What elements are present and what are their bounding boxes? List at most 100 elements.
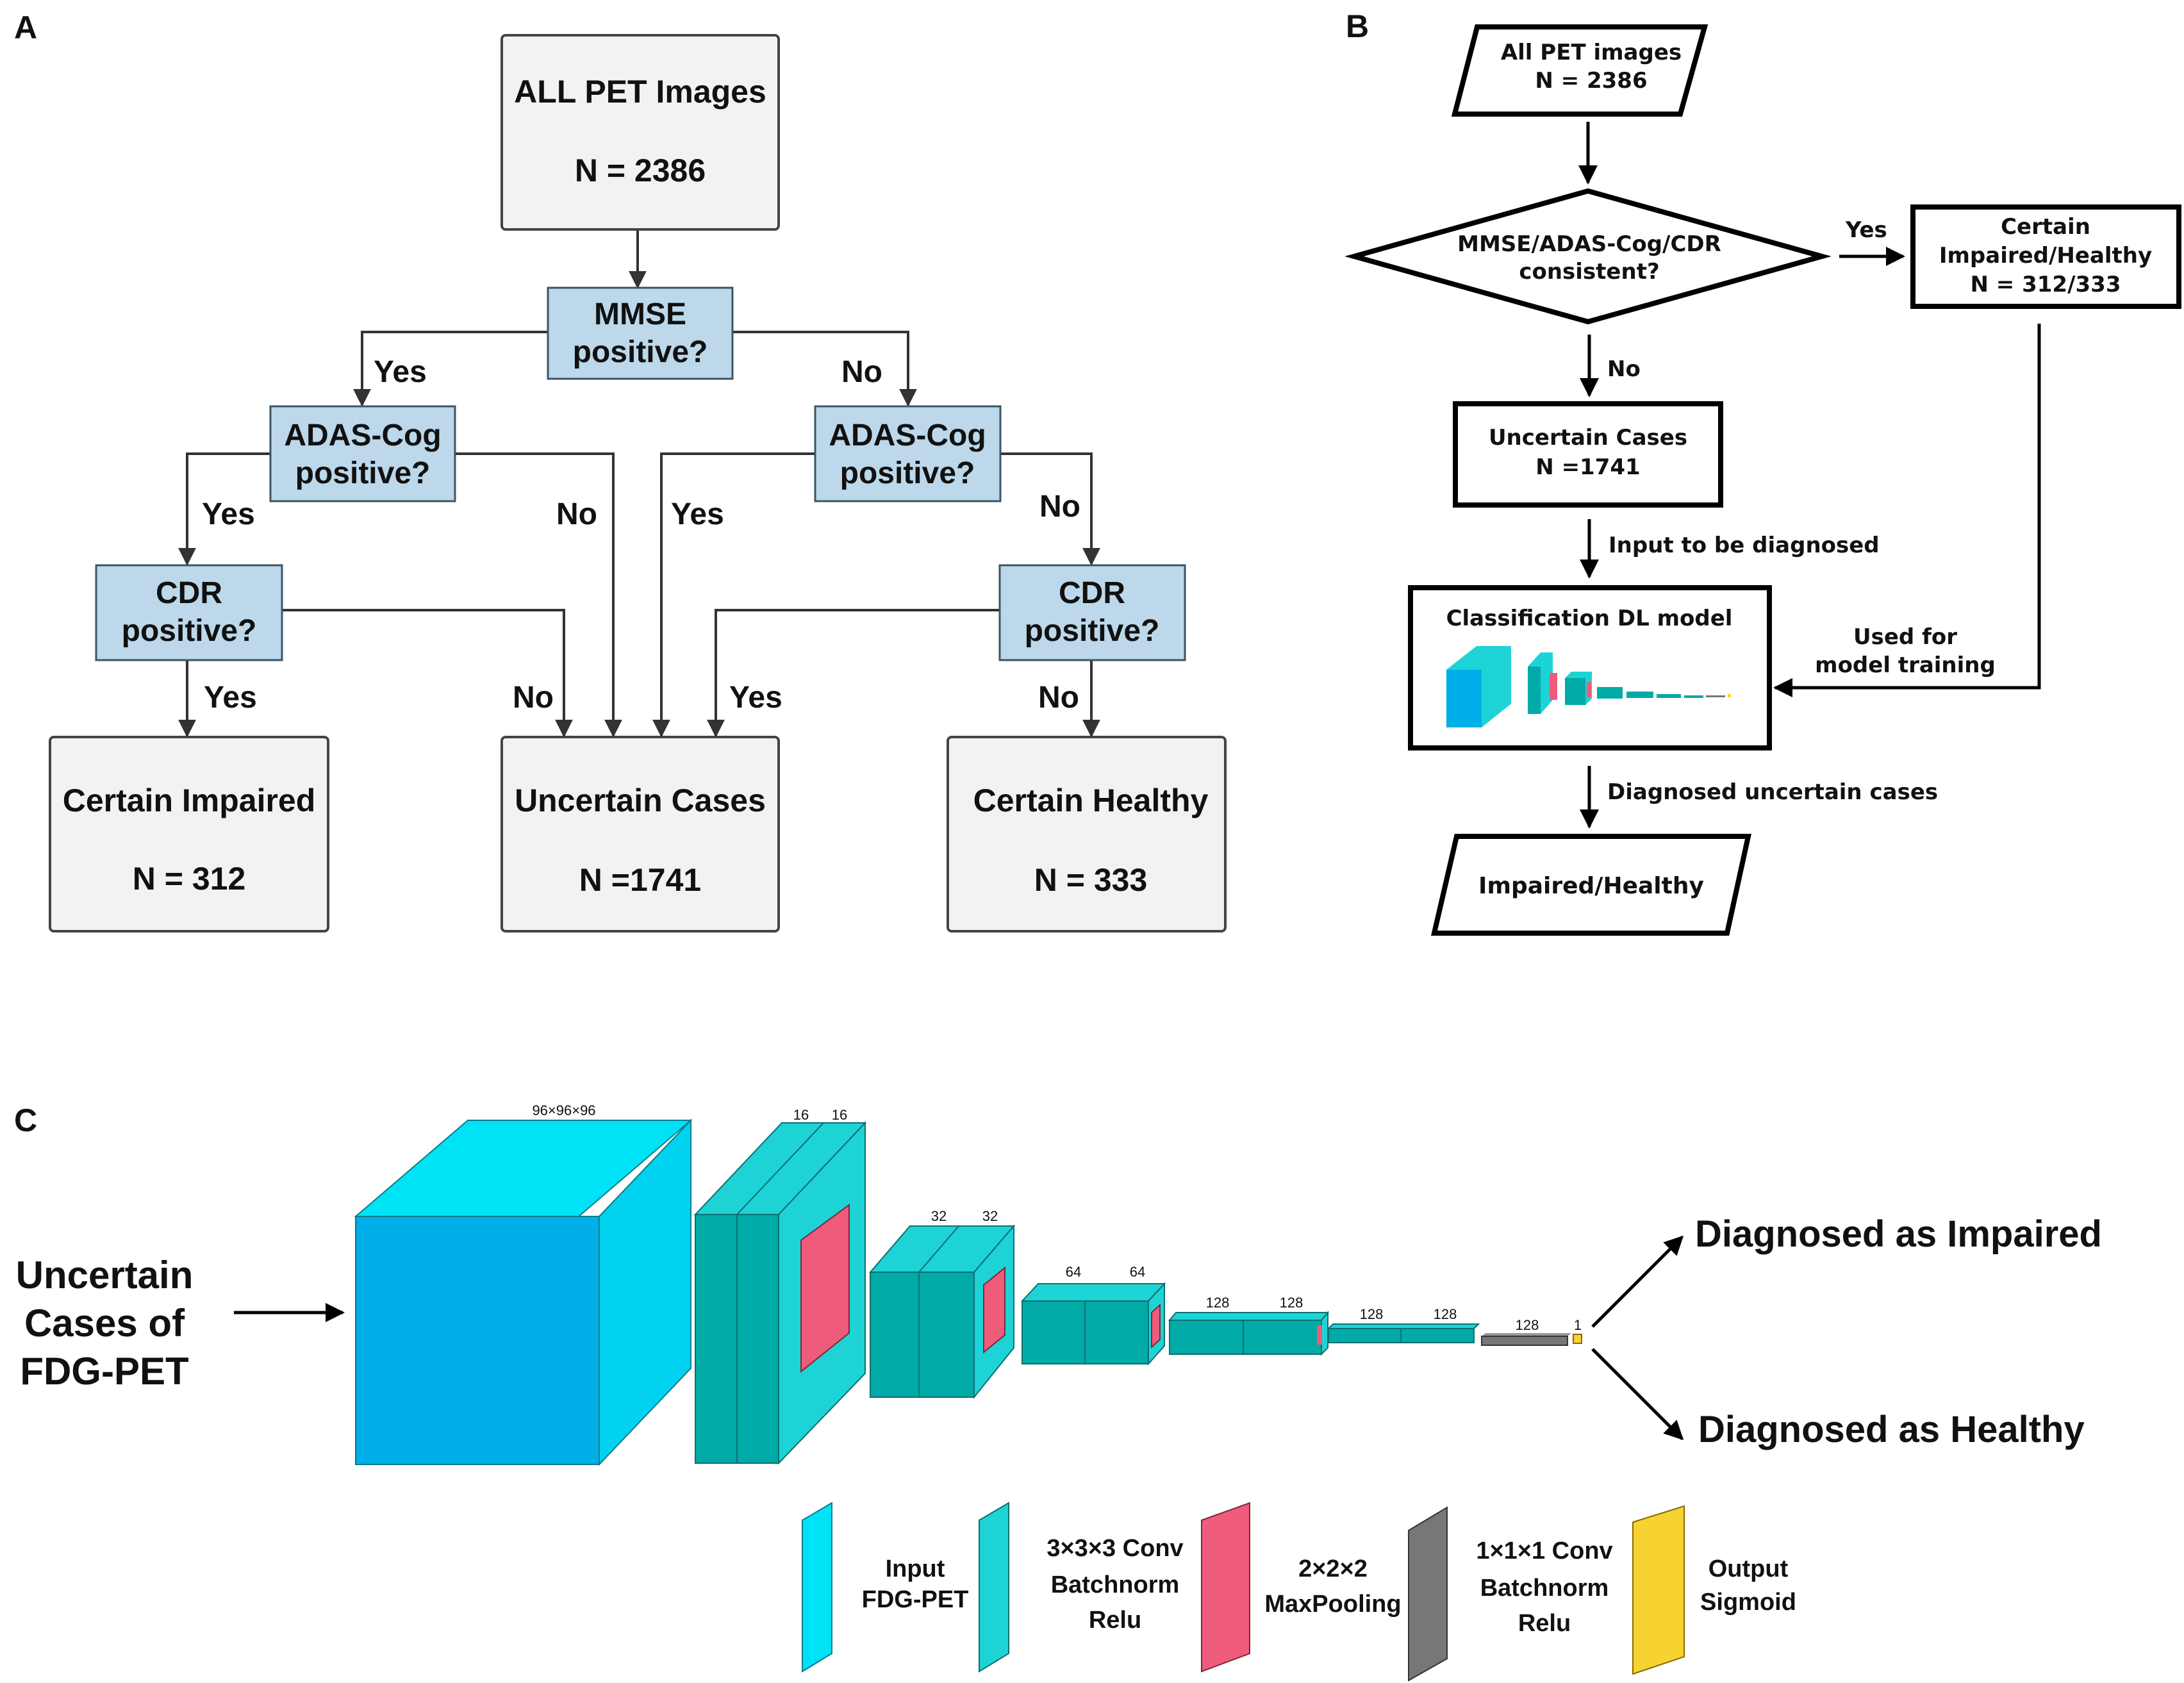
cdr-left-line1: CDR [156, 576, 222, 610]
adas-left-line1: ADAS-Cog [284, 419, 441, 452]
legend-conv-line1: 3×3×3 Conv [1046, 1535, 1183, 1562]
b-used-for-line2: model training [1815, 652, 1996, 678]
cdr-right-line1: CDR [1059, 576, 1125, 610]
legend-output-swatch [1632, 1505, 1685, 1675]
b-certain-line1: Certain [2001, 214, 2090, 240]
c-label-2b: 32 [982, 1208, 998, 1224]
c-output-impaired: Diagnosed as Impaired [1695, 1213, 2102, 1255]
c-conv1x1-block [1481, 1333, 1571, 1346]
cdr-left-yes-label: Yes [204, 681, 257, 715]
c-label-5b: 128 [1434, 1306, 1457, 1322]
certain-healthy-box [947, 736, 1227, 933]
cdr-left-line2: positive? [122, 614, 257, 648]
legend-pool-line1: 2×2×2 [1298, 1555, 1368, 1582]
adas-cog-left-node [269, 405, 456, 502]
c-input-cube [354, 1118, 693, 1466]
mmse-line2: positive? [573, 335, 708, 369]
cdr-left-node [95, 564, 283, 661]
c-label-6: 128 [1516, 1317, 1539, 1333]
certain-impaired-title: Certain Impaired [63, 783, 316, 818]
panel-label-a: A [14, 10, 37, 46]
b-certain-line2: Impaired/Healthy [1939, 243, 2152, 269]
panel-a-edge-labels: Yes No Yes No Yes No Yes No Yes No [202, 355, 1080, 715]
b-consistent-decision [1344, 188, 1832, 325]
legend-conv1-line3: Relu [1518, 1610, 1571, 1637]
adas-left-yes-label: Yes [202, 497, 255, 531]
adas-cog-right-node [814, 405, 1002, 502]
c-label-1a: 16 [793, 1107, 809, 1123]
legend-output-line1: Output [1708, 1555, 1789, 1582]
b-all-pet-node [1451, 24, 1708, 117]
legend-conv1-swatch [1408, 1506, 1448, 1682]
legend-input-line1: Input [886, 1555, 945, 1582]
c-conv-block-3 [1020, 1282, 1166, 1366]
legend-output-line2: Sigmoid [1700, 1589, 1796, 1616]
legend-conv-line2: Batchnorm [1051, 1571, 1180, 1598]
b-diagnosed-label: Diagnosed uncertain cases [1607, 779, 1938, 805]
b-output-node [1430, 834, 1751, 936]
uncertain-cases-count: N =1741 [579, 862, 701, 898]
c-output-node [1573, 1334, 1582, 1344]
c-conv-block-4 [1168, 1311, 1330, 1356]
certain-healthy-title: Certain Healthy [973, 783, 1209, 818]
mmse-no-label: No [841, 355, 882, 389]
adas-right-yes-label: Yes [671, 497, 724, 531]
b-used-for-line1: Used for [1853, 624, 1957, 650]
legend-conv-line3: Relu [1089, 1607, 1141, 1634]
c-input-line3: FDG-PET [20, 1350, 188, 1393]
c-label-4b: 128 [1280, 1295, 1303, 1311]
c-conv-block-1 [693, 1121, 867, 1465]
legend-conv-swatch [979, 1502, 1009, 1673]
adas-left-line2: positive? [295, 456, 431, 490]
adas-right-no-label: No [1039, 490, 1080, 524]
legend-conv1-line2: Batchnorm [1480, 1575, 1609, 1602]
panel-b: All PET images N = 2386 MMSE/ADAS-Cog/CD… [1344, 24, 2181, 936]
panel-label-b: B [1346, 8, 1369, 44]
b-uncertain-line2: N =1741 [1535, 454, 1640, 480]
b-certain-line3: N = 312/333 [1971, 272, 2121, 297]
b-mini-network [1446, 646, 1731, 727]
panel-c: Uncertain Cases of FDG-PET 96×96×96 16 1… [16, 1102, 2102, 1682]
c-input-line1: Uncertain [16, 1254, 194, 1297]
b-decision-line2: consistent? [1519, 259, 1659, 285]
c-input-line2: Cases of [24, 1302, 185, 1345]
b-certain-box [1910, 204, 2181, 309]
uncertain-cases-box [500, 736, 780, 933]
certain-healthy-count: N = 333 [1034, 862, 1148, 898]
mmse-line1: MMSE [594, 297, 686, 331]
c-conv-block-2 [868, 1224, 1016, 1399]
b-input-label: Input to be diagnosed [1609, 533, 1880, 558]
mmse-node [547, 286, 734, 380]
adas-right-line1: ADAS-Cog [829, 419, 986, 452]
cdr-left-no-label: No [513, 681, 554, 715]
c-label-3a: 64 [1066, 1264, 1081, 1280]
c-label-4a: 128 [1206, 1295, 1230, 1311]
adas-right-line2: positive? [840, 456, 975, 490]
c-label-input-size: 96×96×96 [532, 1102, 595, 1118]
b-no-label: No [1607, 356, 1641, 382]
legend-input-line2: FDG-PET [862, 1586, 969, 1613]
b-uncertain-box [1453, 401, 1723, 508]
all-pet-count: N = 2386 [575, 153, 706, 188]
c-conv-block-5 [1327, 1323, 1480, 1343]
legend-pool-line2: MaxPooling [1264, 1591, 1401, 1618]
panel-a: ALL PET Images N = 2386 MMSE positive? A… [49, 34, 1227, 933]
c-label-1b: 16 [832, 1107, 847, 1123]
cdr-right-line2: positive? [1025, 614, 1160, 648]
cdr-right-node [998, 564, 1186, 661]
b-all-pet-line2: N = 2386 [1535, 68, 1647, 94]
certain-impaired-count: N = 312 [133, 861, 246, 897]
c-label-5a: 128 [1360, 1306, 1384, 1322]
legend-pool-swatch [1201, 1502, 1250, 1673]
b-uncertain-line1: Uncertain Cases [1489, 425, 1687, 451]
all-pet-title: ALL PET Images [514, 74, 766, 110]
legend-conv1-line1: 1×1×1 Conv [1476, 1538, 1612, 1564]
cdr-right-no-label: No [1038, 681, 1079, 715]
b-decision-line1: MMSE/ADAS-Cog/CDR [1457, 231, 1721, 257]
b-output-label: Impaired/Healthy [1478, 873, 1704, 899]
uncertain-cases-title: Uncertain Cases [515, 783, 766, 818]
b-model-title: Classification DL model [1446, 606, 1733, 631]
b-yes-label: Yes [1845, 217, 1887, 243]
c-output-healthy: Diagnosed as Healthy [1698, 1409, 2085, 1450]
